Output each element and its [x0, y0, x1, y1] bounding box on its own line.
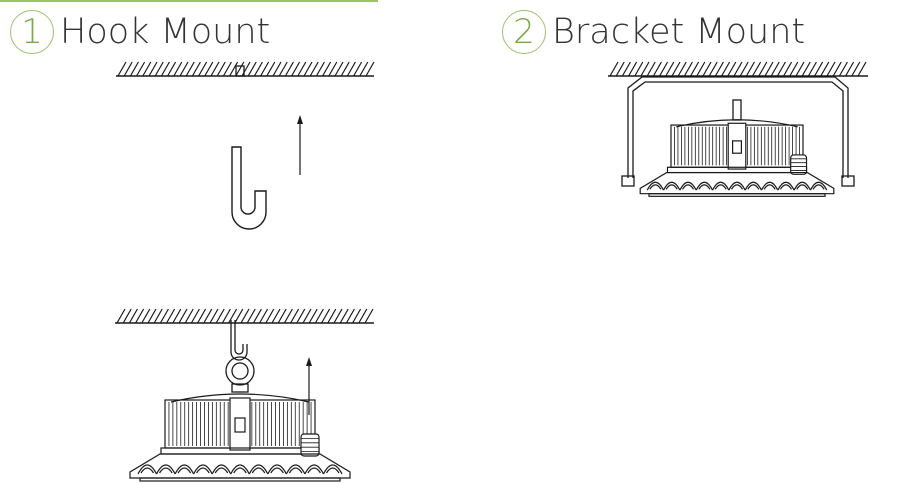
mounting-bracket	[621, 76, 855, 187]
ceiling-anchor	[235, 65, 245, 77]
section-title-hook-mount: Hook Mount	[60, 11, 271, 52]
highbay-lamp-hook-mount	[129, 393, 351, 482]
upward-arrow-hook	[297, 115, 303, 175]
ceiling-hatch-hook-step-1	[116, 61, 375, 77]
accent-line	[0, 0, 378, 2]
highbay-lamp-bracket-mount	[639, 119, 835, 197]
section-title-bracket-mount: Bracket Mount	[552, 11, 806, 52]
section-heading-bracket-mount: 2 Bracket Mount	[502, 10, 805, 54]
hook-with-eyebolt	[225, 320, 255, 393]
step-number-2: 2	[502, 10, 546, 54]
section-heading-hook-mount: 1 Hook Mount	[10, 10, 270, 54]
ceiling-hatch-hook-step-2	[115, 308, 374, 324]
upward-arrow-lamp	[306, 357, 312, 415]
j-hook	[231, 146, 267, 230]
ceiling-hatch-bracket	[608, 61, 868, 77]
step-number-1: 1	[10, 10, 54, 54]
